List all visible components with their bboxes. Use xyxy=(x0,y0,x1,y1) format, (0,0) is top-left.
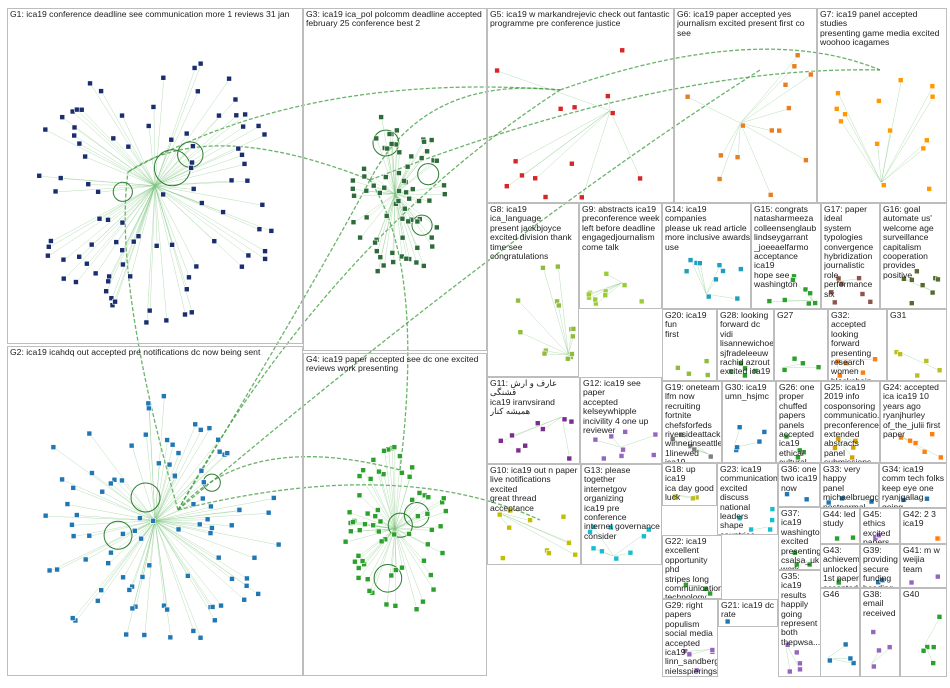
group-panel-g3: G3: ica19 ica_pol polcomm deadline accep… xyxy=(303,8,487,351)
group-label: G30: ica19 umn_hsjmc xyxy=(725,383,775,462)
group-panel-g29: G29: right papers populism social media … xyxy=(662,599,718,677)
group-label: G4: ica19 paper accepted see dc one exci… xyxy=(306,355,486,675)
group-panel-g14: G14: ica19 companies please uk read arti… xyxy=(662,203,751,309)
group-label: G27 xyxy=(777,311,827,380)
group-label: G9: abstracts ica19 preconference week l… xyxy=(582,205,661,308)
group-panel-g46: G46 xyxy=(820,588,860,677)
group-panel-g40: G40 xyxy=(900,588,947,677)
group-panel-g4: G4: ica19 paper accepted see dc one exci… xyxy=(303,353,487,676)
group-panel-g24: G24: accepted ica ica19 10 years ago rya… xyxy=(880,381,947,463)
group-panel-g19: G19: oneteam lfm now recruiting fortnite… xyxy=(662,381,722,463)
group-label: G16: goal automate us' welcome age surve… xyxy=(883,205,946,308)
group-panel-g11: G11: عارف و آرش قشنگی ica19 iranvsirand … xyxy=(487,377,580,464)
group-label: G25: ica19 2019 info cosponsoring commun… xyxy=(824,383,879,462)
group-label: G45: ethics excited papers accepted... xyxy=(863,510,899,543)
group-label: G35: ica19 results happily going represe… xyxy=(781,572,820,676)
group-panel-g33: G33: very happy panel michaelbruegge pos… xyxy=(820,463,879,508)
group-label: G3: ica19 ica_pol polcomm deadline accep… xyxy=(306,10,486,350)
group-label: G44: led study xyxy=(823,510,859,543)
group-panel-g5: G5: ica19 w markandrejevic check out fan… xyxy=(487,8,674,203)
group-panel-g20: G20: ica19 fun first xyxy=(662,309,717,381)
group-panel-g43: G43: achievem... unlocked 1st paper acce… xyxy=(820,544,860,588)
group-panel-g10: G10: ica19 out n paper live notification… xyxy=(487,464,581,565)
group-label: G21: ica19 dc rate xyxy=(721,601,777,626)
group-panel-g8: G8: ica19 ica_language present jackbjoyc… xyxy=(487,203,579,377)
group-panel-g6: G6: ica19 paper accepted yes journalism … xyxy=(674,8,817,203)
group-label: G26: one proper chuffed papers panels ac… xyxy=(779,383,820,462)
group-label: G20: ica19 fun first xyxy=(665,311,716,380)
group-label: G18: up ica19 ica day good luck everyone… xyxy=(665,465,716,505)
group-panel-g38: G38: email received xyxy=(860,588,900,677)
group-label: G14: ica19 companies please uk read arti… xyxy=(665,205,750,308)
group-panel-g31: G31 xyxy=(887,309,947,381)
group-label: G37: ica19 washington excited presenting… xyxy=(781,509,820,569)
group-panel-g17: G17: paper ideal system typologies conve… xyxy=(821,203,880,309)
group-panel-g21: G21: ica19 dc rate xyxy=(718,599,778,627)
group-label: G38: email received xyxy=(863,590,899,676)
group-label: G5: ica19 w markandrejevic check out fan… xyxy=(490,10,673,202)
group-label: G40 xyxy=(903,590,946,676)
group-label: G29: right papers populism social media … xyxy=(665,601,717,676)
group-panel-g7: G7: ica19 panel accepted studies present… xyxy=(817,8,947,203)
group-panel-g35: G35: ica19 results happily going represe… xyxy=(778,570,821,677)
group-panel-g22: G22: ica19 excellent opportunity phd str… xyxy=(662,535,722,599)
group-label: G36: one two ica19 now xyxy=(781,465,819,506)
group-panel-g28: G28: looking forward dc vidi lisannewich… xyxy=(717,309,774,381)
group-panel-g41: G41: m w weijia team xyxy=(900,544,947,588)
group-label: G34: ica19 comm tech folks keep eye one … xyxy=(882,465,946,507)
group-panel-g2: G2: ica19 icahdq out accepted pre notifi… xyxy=(7,346,303,676)
group-panel-g45: G45: ethics excited papers accepted... xyxy=(860,508,900,544)
group-panel-g34: G34: ica19 comm tech folks keep eye one … xyxy=(879,463,947,508)
group-label: G39: providing secure funding heading... xyxy=(863,546,899,587)
group-label: G15: congrats natasharmeeza colleensengl… xyxy=(754,205,820,308)
group-label: G31 xyxy=(890,311,946,380)
group-label: G28: looking forward dc vidi lisannewich… xyxy=(720,311,773,380)
group-label: G42: 2 3 ica19 xyxy=(903,510,946,543)
group-label: G33: very happy panel michaelbruegge pos… xyxy=(823,465,878,507)
group-label: G23: ica19 communication excited discuss… xyxy=(720,465,777,534)
group-panel-g15: G15: congrats natasharmeeza colleensengl… xyxy=(751,203,821,309)
group-panel-g32: G32: accepted looking forward presenting… xyxy=(828,309,887,381)
group-panel-g23: G23: ica19 communication excited discuss… xyxy=(717,463,778,535)
group-label: G32: accepted looking forward presenting… xyxy=(831,311,886,380)
group-label: G6: ica19 paper accepted yes journalism … xyxy=(677,10,816,202)
group-panel-g16: G16: goal automate us' welcome age surve… xyxy=(880,203,947,309)
group-panel-g13: G13: please together internetgov organiz… xyxy=(581,464,662,565)
group-label: G2: ica19 icahdq out accepted pre notifi… xyxy=(10,348,302,675)
group-label: G12: ica19 see paper accepted kelseywhip… xyxy=(583,379,661,463)
group-panel-g27: G27 xyxy=(774,309,828,381)
group-label: G11: عارف و آرش قشنگی ica19 iranvsirand … xyxy=(490,379,579,463)
group-label: G10: ica19 out n paper live notification… xyxy=(490,466,580,564)
group-panel-g25: G25: ica19 2019 info cosponsoring commun… xyxy=(821,381,880,463)
group-label: G19: oneteam lfm now recruiting fortnite… xyxy=(665,383,721,462)
group-label: G22: ica19 excellent opportunity phd str… xyxy=(665,537,721,598)
group-label: G43: achievem... unlocked 1st paper acce… xyxy=(823,546,859,587)
group-panel-g18: G18: up ica19 ica day good luck everyone… xyxy=(662,463,717,506)
group-label: G7: ica19 panel accepted studies present… xyxy=(820,10,946,202)
group-label: G41: m w weijia team xyxy=(903,546,946,587)
group-label: G8: ica19 ica_language present jackbjoyc… xyxy=(490,205,578,376)
group-panel-g9: G9: abstracts ica19 preconference week l… xyxy=(579,203,662,309)
group-label: G1: ica19 conference deadline see commun… xyxy=(10,10,302,343)
group-panel-g1: G1: ica19 conference deadline see commun… xyxy=(7,8,303,344)
group-panel-g39: G39: providing secure funding heading... xyxy=(860,544,900,588)
group-label: G17: paper ideal system typologies conve… xyxy=(824,205,879,308)
group-panel-g36: G36: one two ica19 now xyxy=(778,463,820,507)
group-label: G24: accepted ica ica19 10 years ago rya… xyxy=(883,383,946,462)
group-panel-g44: G44: led study xyxy=(820,508,860,544)
group-panel-g42: G42: 2 3 ica19 xyxy=(900,508,947,544)
group-label: G13: please together internetgov organiz… xyxy=(584,466,661,564)
group-panel-g12: G12: ica19 see paper accepted kelseywhip… xyxy=(580,377,662,464)
group-panel-g37: G37: ica19 washington excited presenting… xyxy=(778,507,821,570)
group-panel-g30: G30: ica19 umn_hsjmc xyxy=(722,381,776,463)
group-label: G46 xyxy=(823,590,859,676)
group-panel-g26: G26: one proper chuffed papers panels ac… xyxy=(776,381,821,463)
